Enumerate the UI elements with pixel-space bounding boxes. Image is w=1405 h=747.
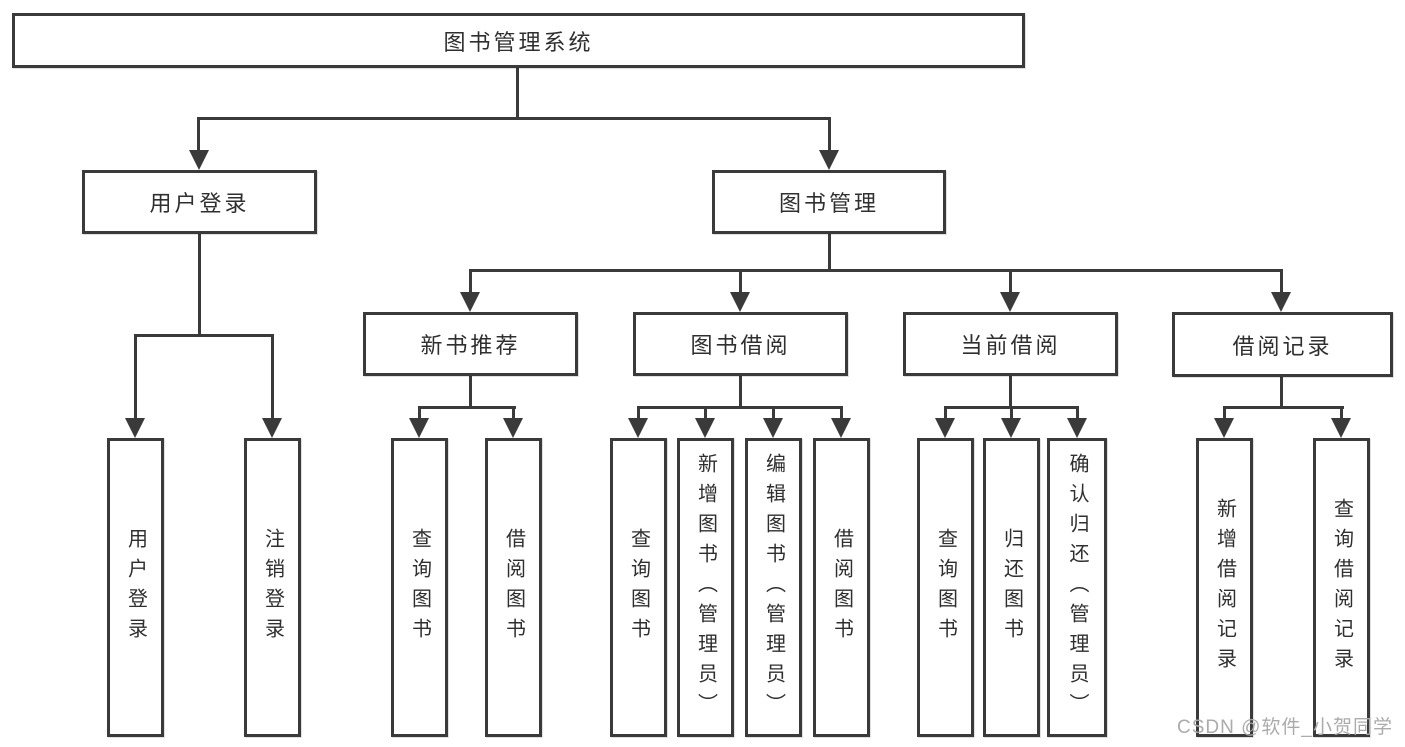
arrowhead-icon [1000, 292, 1020, 312]
arrowhead-icon [628, 418, 648, 438]
leaf-edit-book-admin-label: 编辑图书（管理员） [762, 452, 785, 723]
arrowhead-icon [1214, 418, 1234, 438]
connector-line [828, 117, 831, 153]
node-new-book-recommend-label: 新书推荐 [420, 333, 521, 358]
arrowhead-icon [763, 418, 783, 438]
leaf-confirm-return-admin-label: 确认归还（管理员） [1066, 452, 1088, 723]
leaf-query-book-1-label: 查询图书 [408, 527, 431, 648]
leaf-query-book-3: 查询图书 [917, 438, 974, 737]
arrowhead-icon [1331, 418, 1351, 438]
leaf-logout: 注销登录 [244, 438, 301, 737]
connector-line [739, 269, 742, 297]
connector-line [637, 406, 640, 422]
leaf-query-book-1: 查询图书 [391, 438, 448, 737]
arrowhead-icon [409, 418, 429, 438]
node-borrow-record: 借阅记录 [1172, 312, 1393, 377]
arrowhead-icon [935, 418, 955, 438]
leaf-confirm-return-admin: 确认归还（管理员） [1047, 438, 1107, 737]
arrowhead-icon [503, 418, 523, 438]
node-borrow-record-label: 借阅记录 [1232, 333, 1333, 359]
connector-line [1280, 375, 1283, 409]
connector-line [1010, 406, 1013, 422]
leaf-logout-label: 注销登录 [261, 527, 284, 648]
leaf-query-book-2-label: 查询图书 [627, 527, 650, 648]
connector-line [828, 232, 831, 272]
connector-line [1009, 375, 1012, 409]
leaf-query-book-3-label: 查询图书 [934, 527, 957, 648]
connector-line [637, 406, 843, 409]
connector-line [1223, 406, 1226, 422]
node-book-management-label: 图书管理 [778, 191, 879, 216]
connector-line [1076, 406, 1079, 422]
connector-line [469, 269, 1283, 272]
leaf-return-book-label: 归还图书 [1000, 527, 1023, 648]
node-book-management: 图书管理 [712, 170, 946, 234]
node-user-login-label: 用户登录 [149, 191, 250, 216]
connector-line [1009, 269, 1012, 297]
connector-line [1340, 406, 1343, 422]
connector-line [418, 406, 516, 409]
connector-line [271, 334, 274, 422]
connector-line [704, 406, 707, 422]
connector-line [469, 269, 472, 297]
node-new-book-recommend: 新书推荐 [363, 312, 578, 376]
leaf-borrow-book-1: 借阅图书 [485, 438, 542, 737]
arrowhead-icon [1271, 292, 1291, 312]
leaf-add-book-admin-label: 新增图书（管理员） [694, 452, 717, 723]
connector-line [739, 375, 742, 409]
node-current-borrow-label: 当前借阅 [960, 333, 1061, 358]
arrowhead-icon [1001, 418, 1021, 438]
node-book-borrow-label: 图书借阅 [690, 333, 791, 358]
leaf-add-borrow-record: 新增借阅记录 [1196, 438, 1253, 737]
connector-line [197, 117, 200, 153]
leaf-user-login-label: 用户登录 [124, 527, 147, 648]
arrowhead-icon [730, 292, 750, 312]
leaf-return-book: 归还图书 [983, 438, 1040, 737]
node-book-borrow: 图书借阅 [633, 312, 848, 376]
arrowhead-icon [460, 292, 480, 312]
leaf-user-login: 用户登录 [107, 438, 164, 737]
connector-line [198, 232, 201, 336]
arrowhead-icon [1067, 418, 1087, 438]
leaf-add-book-admin: 新增图书（管理员） [677, 438, 734, 737]
arrowhead-icon [189, 150, 209, 170]
leaf-query-book-2: 查询图书 [610, 438, 667, 737]
connector-line [197, 117, 831, 120]
arrowhead-icon [125, 418, 145, 438]
watermark: CSDN @软件_小贺同学 [1177, 717, 1393, 738]
connector-line [1223, 406, 1344, 409]
connector-line [840, 406, 843, 422]
connector-line [134, 334, 274, 337]
leaf-borrow-book-1-label: 借阅图书 [502, 527, 525, 648]
connector-line [134, 334, 137, 422]
node-user-login: 用户登录 [82, 170, 317, 234]
connector-line [469, 375, 472, 409]
arrowhead-icon [262, 418, 282, 438]
arrowhead-icon [695, 418, 715, 438]
node-current-borrow: 当前借阅 [903, 312, 1118, 376]
leaf-borrow-book-2: 借阅图书 [813, 438, 870, 737]
connector-line [418, 406, 421, 422]
node-root: 图书管理系统 [12, 13, 1025, 68]
leaf-add-borrow-record-label: 新增借阅记录 [1213, 497, 1236, 678]
connector-line [512, 406, 515, 422]
arrowhead-icon [819, 150, 839, 170]
arrowhead-icon [831, 418, 851, 438]
connector-line [516, 67, 519, 120]
connector-line [772, 406, 775, 422]
connector-line [1280, 269, 1283, 297]
leaf-edit-book-admin: 编辑图书（管理员） [745, 438, 802, 737]
leaf-borrow-book-2-label: 借阅图书 [830, 527, 853, 648]
leaf-query-borrow-record: 查询借阅记录 [1313, 438, 1370, 737]
connector-line [944, 406, 947, 422]
leaf-query-borrow-record-label: 查询借阅记录 [1330, 497, 1353, 678]
node-root-label: 图书管理系统 [443, 29, 594, 55]
